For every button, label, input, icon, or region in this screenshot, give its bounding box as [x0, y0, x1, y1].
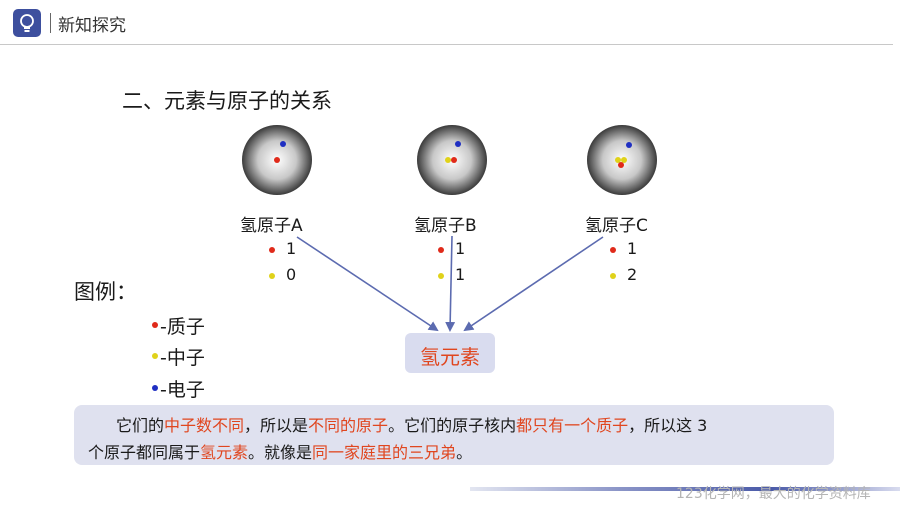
header-divider — [50, 13, 51, 33]
decorative-bar — [470, 487, 900, 491]
proton-dot-icon — [269, 247, 275, 253]
arrow-c — [463, 236, 604, 332]
legend-electron-icon — [152, 385, 158, 391]
atom-c-neutrons: 2 — [627, 265, 638, 284]
explanation-line-2: 个原子都同属于氢元素。就像是同一家庭里的三兄弟。 — [88, 443, 473, 462]
explanation-box: 它们的中子数不同，所以是不同的原子。它们的原子核内都只有一个质子，所以这 3 个… — [74, 405, 834, 465]
proton-dot-icon — [438, 247, 444, 253]
arrow-a — [296, 236, 439, 332]
atom-b-protons: 1 — [455, 239, 466, 258]
proton-dot-icon — [610, 247, 616, 253]
watermark: 123化学网，最大的化学资料库 — [676, 486, 871, 502]
arrow-b — [445, 235, 456, 332]
legend-neutron-icon — [152, 353, 158, 359]
atom-c-diagram — [587, 125, 657, 195]
header-underline — [0, 44, 893, 45]
legend-proton-label: -质子 — [160, 316, 205, 338]
legend-proton-icon — [152, 322, 158, 328]
section-title: 二、元素与原子的关系 — [122, 89, 332, 113]
atom-b-diagram — [417, 125, 487, 195]
header-title: 新知探究 — [58, 16, 126, 36]
atom-a-neutrons: 0 — [286, 265, 297, 284]
atom-b-label: 氢原子B — [414, 216, 477, 236]
atom-b-neutrons: 1 — [455, 265, 466, 284]
legend-electron-label: -电子 — [160, 379, 205, 401]
hydrogen-element-label: 氢元素 — [420, 345, 480, 369]
lightbulb-icon — [13, 9, 41, 37]
atom-a-diagram — [242, 125, 312, 195]
neutron-dot-icon — [610, 273, 616, 279]
legend-neutron-label: -中子 — [160, 347, 205, 369]
atom-a-label: 氢原子A — [240, 216, 303, 236]
hydrogen-element-box: 氢元素 — [405, 333, 495, 373]
atom-c-label: 氢原子C — [585, 216, 648, 236]
neutron-dot-icon — [438, 273, 444, 279]
atom-c-protons: 1 — [627, 239, 638, 258]
neutron-dot-icon — [269, 273, 275, 279]
atom-a-protons: 1 — [286, 239, 297, 258]
legend-title: 图例： — [74, 280, 137, 304]
explanation-line-1: 它们的中子数不同，所以是不同的原子。它们的原子核内都只有一个质子，所以这 3 — [116, 416, 708, 435]
page-header: 新知探究 — [0, 0, 900, 46]
